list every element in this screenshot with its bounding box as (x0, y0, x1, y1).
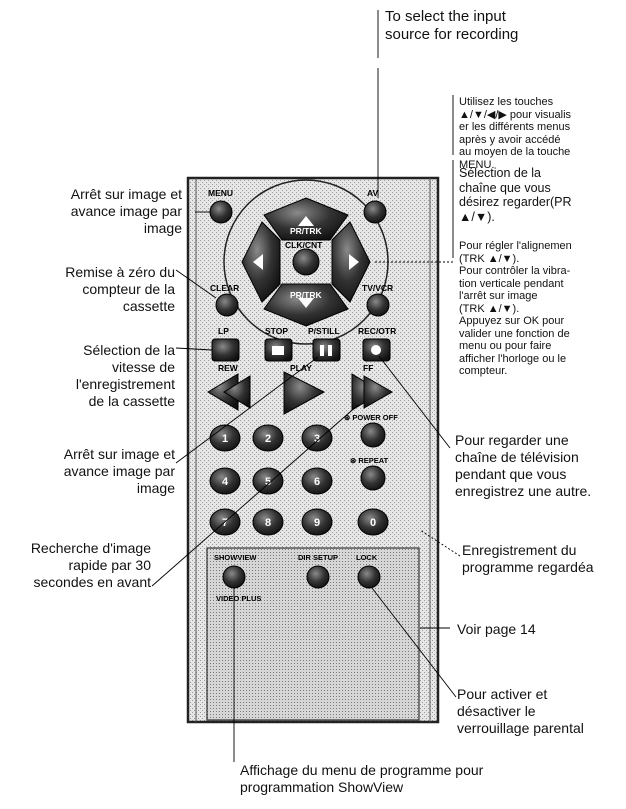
digit-button-8[interactable]: 8 (252, 508, 284, 536)
digit-button-9[interactable]: 9 (301, 508, 333, 536)
lock-button[interactable] (357, 565, 381, 589)
callout-clear-counter: Remise à zéro du compteur de la cassette (65, 264, 175, 314)
av-label: AV (367, 188, 379, 198)
tv-vcr-button[interactable] (366, 293, 390, 317)
p-still-label: P/STILL (308, 326, 340, 336)
digit-button-shape (301, 467, 333, 495)
callout-watch-other: Pour regarder une chaîne de télévision p… (455, 432, 592, 499)
callout-channel-select: Sélection de la chaîne que vous désirez … (459, 166, 572, 224)
play-button[interactable] (283, 371, 326, 415)
digit-button-label: 6 (314, 476, 320, 488)
callout-showview-menu: Affichage du menu de programme pour prog… (240, 762, 484, 795)
dir-setup-label: DIR SETUP (298, 553, 338, 562)
pr-trk-down-label: PR/TRK (290, 290, 323, 300)
lock-label: LOCK (356, 553, 378, 562)
digit-button-label: 9 (314, 517, 320, 529)
digit-button-label: 2 (265, 433, 271, 445)
callout-parental-lock: Pour activer et désactiver le verrouilla… (457, 686, 584, 736)
digit-button-label: 7 (222, 517, 228, 529)
tv-vcr-label: TV/VCR (362, 283, 393, 293)
digit-button-label: 8 (265, 517, 271, 529)
av-button[interactable] (363, 200, 387, 224)
digit-button-label: 3 (314, 433, 320, 445)
digit-button-5[interactable]: 5 (252, 467, 284, 495)
showview-label: SHOWVIEW (214, 553, 257, 562)
digit-button-2[interactable]: 2 (252, 424, 284, 452)
clear-label: CLEAR (210, 283, 239, 293)
repeat-button[interactable] (360, 465, 386, 491)
callout-see-page: Voir page 14 (457, 621, 536, 637)
digit-button-shape (301, 424, 333, 452)
digit-button-label: 4 (222, 476, 229, 488)
clk-cnt-button[interactable] (292, 248, 320, 276)
digit-button-0[interactable]: 0 (357, 508, 389, 536)
digit-button-4[interactable]: 4 (209, 467, 241, 495)
showview-button[interactable] (222, 565, 246, 589)
digit-button-shape (301, 508, 333, 536)
video-plus-label: VIDEO PLUS (216, 594, 261, 603)
digit-button-label: 5 (265, 476, 271, 488)
menu-label: MENU (208, 188, 233, 198)
stop-label: STOP (265, 326, 288, 336)
clk-cnt-label: CLK/CNT (285, 240, 323, 250)
callout-tape-speed: Sélection de la vitesse de l'enregistrem… (75, 342, 175, 409)
callout-freeze-mid: Arrêt sur image et avance image par imag… (63, 446, 175, 496)
play-label: PLAY (290, 363, 312, 373)
repeat-label: ⊛ REPEAT (350, 456, 389, 465)
callout-input-source: To select the input source for recording (385, 8, 519, 43)
pr-trk-up-label: PR/TRK (290, 226, 323, 236)
p-still-button[interactable] (312, 338, 341, 362)
digit-button-shape (252, 508, 284, 536)
leader-lines (151, 10, 461, 762)
digit-button-label: 0 (370, 517, 376, 529)
digit-button-6[interactable]: 6 (301, 467, 333, 495)
callout-record-watched: Enregistrement du programme regardéa (462, 542, 594, 575)
menu-button[interactable] (209, 200, 233, 224)
lp-button[interactable] (211, 338, 240, 362)
digit-button-3[interactable]: 3 (301, 424, 333, 452)
clear-button[interactable] (215, 293, 239, 317)
callout-nav-keys: Utilisez les touches ▲/▼/◀/▶ pour visual… (459, 96, 572, 171)
callout-freeze-top: Arrêt sur image et avance image par imag… (70, 186, 182, 236)
power-off-label: ⊛ POWER OFF (344, 413, 398, 422)
digit-button-1[interactable]: 1 (209, 424, 241, 452)
lp-label: LP (218, 326, 229, 336)
digit-button-shape (209, 467, 241, 495)
rec-otr-label: REC/OTR (358, 326, 396, 336)
power-off-button[interactable] (360, 422, 386, 448)
digit-button-shape (252, 467, 284, 495)
digit-button-shape (357, 508, 389, 536)
callout-tracking: Pour régler l'alignemen (TRK ▲/▼). Pour … (459, 240, 572, 377)
rew-label: REW (218, 363, 239, 373)
ff-label: FF (363, 363, 373, 373)
digit-button-label: 1 (222, 433, 228, 445)
digit-button-shape (252, 424, 284, 452)
dir-setup-button[interactable] (306, 565, 330, 589)
callout-search-30: Recherche d'image rapide par 30 secondes… (30, 540, 151, 590)
